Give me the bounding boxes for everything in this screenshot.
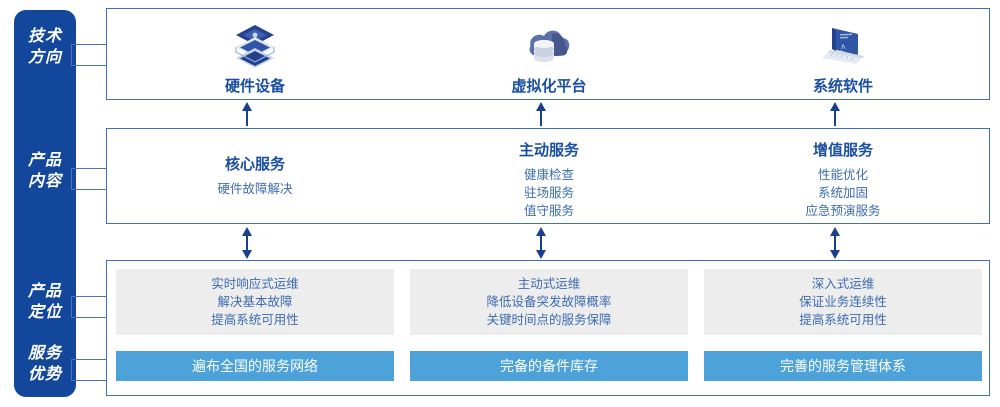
- content-item-line: 驻场服务: [523, 186, 574, 200]
- position-item-realtime[interactable]: 实时响应式运维 解决基本故障 提高系统可用性: [116, 269, 394, 335]
- tech-direction-panel: 硬件设备 虚拟化平台: [106, 8, 990, 100]
- rail-label-product-content: 产品 内容: [14, 150, 76, 192]
- position-item-line: 降低设备突发故障概率: [486, 295, 612, 309]
- advantage-item-label: 完备的备件库存: [500, 358, 598, 374]
- position-item-line: 深入式运维: [811, 277, 875, 291]
- rail-label-product-position: 产品 定位: [14, 281, 76, 323]
- rail-label-line2: 方向: [27, 49, 62, 66]
- arrow-up-hardware: [240, 102, 254, 131]
- rail-label-line1: 技术: [27, 28, 62, 45]
- advantage-item-label: 遍布全国的服务网络: [192, 358, 318, 374]
- position-item-line: 解决基本故障: [217, 295, 293, 309]
- rail-label-line2: 定位: [27, 304, 62, 321]
- bracket-tech-direction: [71, 44, 106, 66]
- position-item-line: 保证业务连续性: [799, 295, 887, 309]
- arrow-double-active: [534, 227, 548, 264]
- rail-label-line2: 内容: [27, 173, 62, 190]
- position-item-proactive[interactable]: 主动式运维 降低设备突发故障概率 关键时间点的服务保障: [410, 269, 688, 335]
- content-item-line: 性能优化: [817, 168, 868, 182]
- rail-label-tech-direction: 技术 方向: [14, 26, 76, 68]
- tech-item-hardware[interactable]: 硬件设备: [155, 21, 355, 99]
- tech-item-label: 硬件设备: [224, 78, 285, 95]
- arrow-up-system-software: [828, 102, 842, 131]
- category-rail: [14, 10, 76, 397]
- content-item-title: 主动服务: [518, 142, 579, 159]
- bracket-service-advantage: [71, 359, 106, 381]
- rail-label-line1: 产品: [27, 152, 62, 169]
- content-item-line: 值守服务: [523, 204, 574, 218]
- content-item-line: 硬件故障解决: [217, 182, 293, 196]
- rail-label-line2: 优势: [27, 366, 62, 383]
- laptop-code-icon: </>: [743, 21, 943, 73]
- product-content-panel: 核心服务 硬件故障解决 主动服务 健康检查 驻场服务 值守服务 增值服务 性能优…: [106, 128, 990, 224]
- position-item-line: 关键时间点的服务保障: [486, 313, 612, 327]
- arrow-up-virtualization: [534, 102, 548, 131]
- content-item-active-service[interactable]: 主动服务 健康检查 驻场服务 值守服务: [424, 139, 674, 220]
- content-item-line: 应急预演服务: [805, 204, 881, 218]
- tech-item-label: 虚拟化平台: [511, 78, 587, 95]
- product-position-panel: 实时响应式运维 解决基本故障 提高系统可用性 主动式运维 降低设备突发故障概率 …: [106, 260, 990, 396]
- content-item-value-added-service[interactable]: 增值服务 性能优化 系统加固 应急预演服务: [718, 139, 968, 220]
- tech-item-label: 系统软件: [812, 78, 873, 95]
- content-item-title: 增值服务: [812, 142, 873, 159]
- content-item-line: 健康检查: [523, 168, 574, 182]
- position-item-line: 实时响应式运维: [211, 277, 299, 291]
- content-item-core-service[interactable]: 核心服务 硬件故障解决: [130, 153, 380, 198]
- position-item-line: 主动式运维: [517, 277, 581, 291]
- arrow-double-value-added: [828, 227, 842, 264]
- server-stack-icon: [155, 21, 355, 73]
- position-item-indepth[interactable]: 深入式运维 保证业务连续性 提高系统可用性: [704, 269, 982, 335]
- tech-item-virtualization[interactable]: 虚拟化平台: [449, 21, 649, 99]
- tech-item-system-software[interactable]: </> 系统软件: [743, 21, 943, 99]
- bracket-product-position: [71, 296, 106, 318]
- advantage-item-network[interactable]: 遍布全国的服务网络: [116, 351, 394, 381]
- rail-label-service-advantage: 服务 优势: [14, 343, 76, 385]
- advantage-item-management[interactable]: 完善的服务管理体系: [704, 351, 982, 381]
- bracket-product-content: [71, 168, 106, 190]
- arrow-double-core: [240, 227, 254, 264]
- advantage-item-label: 完善的服务管理体系: [780, 358, 906, 374]
- content-item-line: 系统加固: [817, 186, 868, 200]
- position-item-line: 提高系统可用性: [799, 313, 887, 327]
- content-item-title: 核心服务: [224, 156, 285, 173]
- cloud-database-icon: [449, 21, 649, 73]
- advantage-item-spare-parts[interactable]: 完备的备件库存: [410, 351, 688, 381]
- position-item-line: 提高系统可用性: [211, 313, 299, 327]
- rail-label-line1: 服务: [27, 345, 62, 362]
- rail-label-line1: 产品: [27, 283, 62, 300]
